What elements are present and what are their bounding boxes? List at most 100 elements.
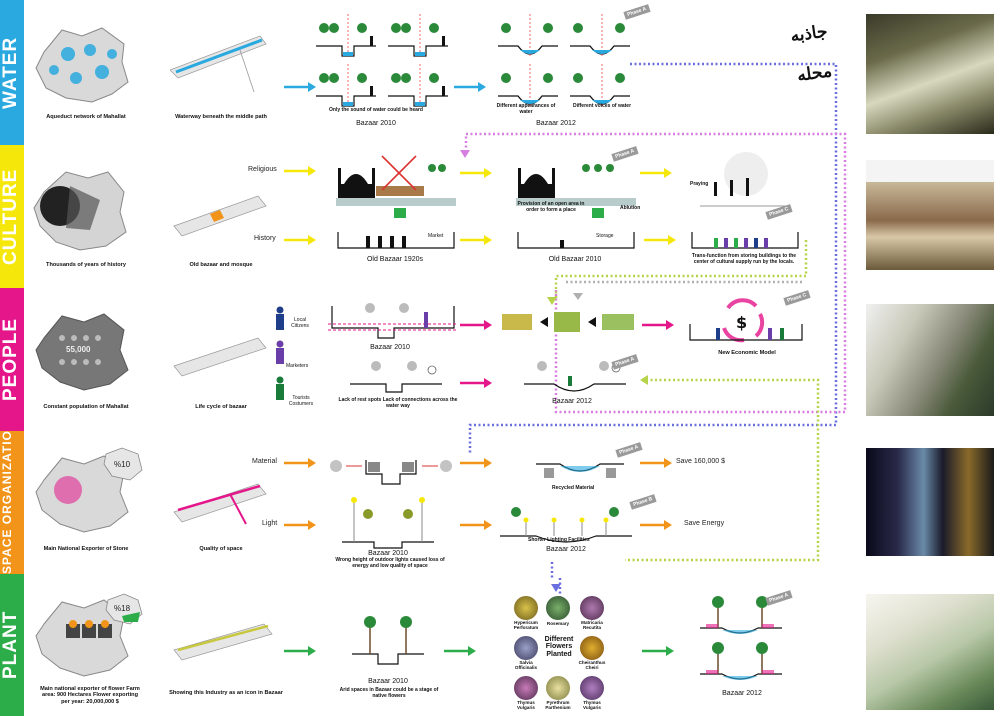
plant-map: [35, 599, 129, 677]
culture-arrow-religious-3: [640, 168, 672, 178]
water-map-caption: Aqueduct network of Mahallat: [46, 114, 126, 120]
svg-text:$: $: [736, 313, 747, 332]
culture-arrow-religious-2: [460, 168, 492, 178]
people-legend-icon-tourists: [276, 376, 284, 400]
plant-arrow-2: [444, 646, 476, 656]
culture-section-center-phase-c: [691, 232, 799, 249]
culture-row-history: History: [254, 235, 276, 242]
blue-dotted-connector: [468, 62, 838, 455]
space-save-money: Save 160,000 $: [676, 458, 726, 465]
people-legend-icon-local: [276, 306, 284, 330]
band-people: [0, 288, 24, 431]
water-2010-caption: Only the sound of water could be heard: [329, 107, 423, 113]
water-arrow-1: [284, 82, 316, 92]
plant-plan: [173, 623, 273, 661]
flower-label-4: Salvia Officinalis: [514, 660, 538, 670]
space-row-light: Light: [262, 520, 278, 527]
culture-section-storage-2010: [517, 232, 635, 249]
people-legend-tourists: Tourists Costumers: [288, 395, 314, 407]
water-2012-title: Bazaar 2012: [536, 120, 576, 127]
flower-7: [546, 676, 570, 700]
people-legend-marketers: Marketers: [286, 363, 309, 369]
people-map-caption: Constant population of Mahallat: [43, 404, 129, 410]
plant-percent: %18: [114, 604, 131, 613]
space-arrow-material: [284, 458, 316, 468]
culture-arrow-religious: [284, 166, 316, 176]
photo-culture: [866, 160, 994, 270]
space-2012-title: Bazaar 2012: [546, 546, 586, 553]
space-map-caption: Main National Exporter of Stone: [43, 546, 129, 552]
culture-2010-title: Old Bazaar 2010: [548, 256, 602, 263]
culture-section-mosque-2010: [516, 164, 636, 218]
space-arrow-light-2: [460, 520, 492, 530]
culture-ablution-label: Ablution: [620, 205, 641, 211]
photo-people: [866, 304, 994, 416]
space-arrow-material-2: [460, 458, 492, 468]
plant-map-caption: Main national exporter of flower Farm ar…: [40, 686, 140, 705]
space-section-material-2010: [330, 460, 452, 485]
people-map: [35, 313, 129, 391]
culture-map-caption: Thousands of years of history: [46, 262, 126, 268]
people-rest-caption: Lack of rest spots Lack of connections a…: [338, 397, 458, 409]
plant-plan-caption: Showing this Industry as an icon in Baza…: [169, 690, 283, 696]
people-population: 55,000: [66, 345, 91, 354]
space-section-light-2012: [500, 507, 632, 543]
water-arrow-2: [454, 82, 486, 92]
space-row-material: Material: [252, 458, 277, 465]
flower-3: [580, 596, 604, 620]
water-voice-caption: Different voices of water: [572, 103, 632, 109]
space-plan-caption: Quality of space: [199, 546, 243, 552]
culture-plan-caption: Old bazaar and mosque: [189, 262, 253, 268]
plant-arrow-1: [284, 646, 316, 656]
culture-row-religious: Religious: [248, 166, 277, 173]
water-appearance-caption: Different appearances of water: [496, 103, 556, 115]
band-water: [0, 0, 24, 145]
culture-arrow-history-3: [644, 235, 676, 245]
flower-4: [514, 636, 538, 660]
culture-arrow-history-2: [460, 235, 492, 245]
green-dotted-connector: [554, 240, 808, 300]
water-sections-2010: [316, 14, 448, 107]
people-economic-flow: [502, 312, 634, 332]
space-2012-caption: Shorter Lighting Facilities: [528, 537, 590, 543]
flower-label-3: Matricaria Recutita: [581, 620, 603, 630]
space-map: [35, 455, 129, 533]
flower-label-6: Thymus Vulgaris: [517, 700, 535, 710]
plant-section-2010: [352, 616, 424, 665]
flower-label-2: Rosemary: [546, 621, 570, 626]
people-plan-caption: Life cycle of bazaar: [195, 404, 247, 410]
flower-label-1: Hypericum Perforatum: [513, 620, 539, 630]
space-section-material-2012: [536, 463, 624, 478]
culture-arrow-history: [284, 235, 316, 245]
space-arrow-material-3: [640, 458, 672, 468]
flower-5: [580, 636, 604, 660]
people-arrow-2: [460, 378, 492, 388]
space-recycled-label: Recycled Material: [552, 485, 595, 491]
people-2010-title: Bazaar 2010: [370, 344, 410, 351]
water-plan: [170, 35, 267, 93]
flower-label-8: Thymus Vulgaris: [583, 700, 601, 710]
band-culture: [0, 145, 24, 288]
people-arrow-1: [460, 320, 492, 330]
space-arrow-light-3: [640, 520, 672, 530]
plant-2010-title: Bazaar 2010: [368, 678, 408, 685]
culture-section-praying: [700, 152, 790, 207]
plant-2010-caption: Arid spaces in Bazaar could be a stage o…: [339, 687, 439, 699]
space-plan: [173, 483, 267, 525]
people-section-2010: [328, 303, 458, 339]
people-arrow-3: [642, 320, 674, 330]
water-map: [35, 27, 129, 103]
water-plan-caption: Waterway beneath the middle path: [175, 114, 267, 120]
culture-market-label: Market: [428, 233, 444, 239]
flower-2: [546, 596, 570, 620]
culture-section-market-1920: [337, 232, 455, 249]
photo-plant: [866, 594, 994, 710]
flower-6: [514, 676, 538, 700]
culture-storage-label: Storage: [596, 233, 614, 239]
flower-8: [580, 676, 604, 700]
culture-map: [33, 171, 127, 251]
plant-iran-map: [105, 593, 143, 625]
pink-dotted-connector: [464, 132, 847, 414]
people-new-economic-model: $: [689, 298, 803, 343]
